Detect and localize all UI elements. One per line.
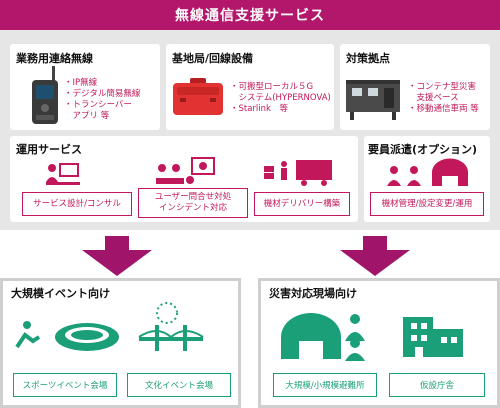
large-events-title: 大規模イベント向け <box>11 287 110 300</box>
evacuation-shelters: 大規模/小規模避難所 <box>273 373 377 397</box>
bullet-hypernova: システム(HYPERNOVA) <box>230 93 331 103</box>
evacuation-shelter-icon <box>281 313 365 361</box>
sports-event-label: スポーツイベント会場 <box>22 381 108 391</box>
container-base-icon <box>346 80 400 120</box>
page-title: 無線通信支援サービス <box>0 0 500 30</box>
bullet-mobile-vehicle: ・移動通信車両 等 <box>408 104 479 114</box>
temporary-office-label: 仮設庁舎 <box>419 381 454 391</box>
base-station-title: 基地局/回線設備 <box>172 52 254 65</box>
bullet-app: アプリ 等 <box>64 111 110 121</box>
base-station-card: 基地局/回線設備 ・可搬型ローカル５G システム(HYPERNOVA) ・Sta… <box>166 44 334 130</box>
disaster-sites-title: 災害対応現場向け <box>269 287 357 300</box>
cultural-event-venue: 文化イベント会場 <box>127 373 231 397</box>
radio-device-icon <box>32 66 58 124</box>
equipment-delivery: 機材デリバリー構築 <box>254 192 350 216</box>
temporary-government-office: 仮設庁舎 <box>389 373 485 397</box>
user-inquiry-label: ユーザー問合せ対処 <box>154 192 232 202</box>
business-radio-bullets: ・IP無線 ・デジタル簡易無線 ・トランシーバー アプリ 等 <box>64 78 140 122</box>
disaster-sites-box: 災害対応現場向け 大規模/小規模避難所 仮設庁舎 <box>258 278 500 408</box>
business-radio-title: 業務用連絡無線 <box>16 52 93 65</box>
countermeasure-base-title: 対策拠点 <box>346 52 390 65</box>
business-radio-card: 業務用連絡無線 ・IP無線 ・デジタル簡易無線 ・トランシーバー アプリ 等 <box>10 44 160 130</box>
equipment-management-operation: 機材管理/設定変更/運用 <box>370 192 484 216</box>
bullet-transceiver: ・トランシーバー <box>64 100 132 110</box>
staff-dispatch-title: 要員派遣(オプション) <box>368 143 478 156</box>
base-station-bullets: ・可搬型ローカル５G システム(HYPERNOVA) ・Starlink 等 <box>230 82 331 115</box>
bullet-local-5g: ・可搬型ローカル５G <box>230 82 314 92</box>
bullet-digital-radio: ・デジタル簡易無線 <box>64 89 141 99</box>
countermeasure-base-bullets: ・コンテナ型災害 支援ベース ・移動通信車両 等 <box>408 82 479 115</box>
bullet-ip-radio: ・IP無線 <box>64 78 98 88</box>
service-design-label: サービス設計/コンサル <box>33 198 121 209</box>
evacuation-shelters-label: 大規模/小規模避難所 <box>285 381 365 391</box>
equipment-management-label: 機材管理/設定変更/運用 <box>381 198 473 209</box>
stadium-runner-icon <box>15 321 119 351</box>
bullet-container: ・コンテナ型災害 <box>408 82 477 92</box>
bridge-fireworks-icon <box>138 302 204 351</box>
large-events-box: 大規模イベント向け スポーツイベント会場 文化イベント会場 <box>0 278 241 408</box>
user-inquiry-incident: ユーザー問合せ対処 インシデント対応 <box>138 188 248 218</box>
meeting-presentation-icon <box>156 157 215 184</box>
staff-dispatch-card: 要員派遣(オプション) 機材管理/設定変更/運用 <box>364 136 490 222</box>
countermeasure-base-card: 対策拠点 ・コンテナ型災害 支援ベース ・移動通信車両 等 <box>340 44 490 130</box>
arrow-right-icon <box>340 236 410 276</box>
delivery-truck-icon <box>264 160 332 186</box>
bullet-starlink: ・Starlink 等 <box>230 104 288 114</box>
sports-event-venue: スポーツイベント会場 <box>13 373 117 397</box>
equipment-delivery-label: 機材デリバリー構築 <box>263 198 341 209</box>
operation-services-title: 運用サービス <box>16 143 82 156</box>
hard-case-icon <box>173 78 223 115</box>
staff-dispatch-icon <box>387 158 468 186</box>
cultural-event-label: 文化イベント会場 <box>144 381 213 391</box>
arrow-left-icon <box>82 236 152 276</box>
operation-services-card: 運用サービス サービス設計/コンサル ユーザー問合せ対処 インシデント対応 機材… <box>10 136 358 222</box>
temporary-office-icon <box>403 317 463 357</box>
incident-response-label: インシデント対応 <box>158 203 227 213</box>
service-design-consulting: サービス設計/コンサル <box>22 192 132 216</box>
consultant-desk-icon <box>46 163 80 185</box>
bullet-support-base: 支援ベース <box>408 93 459 103</box>
